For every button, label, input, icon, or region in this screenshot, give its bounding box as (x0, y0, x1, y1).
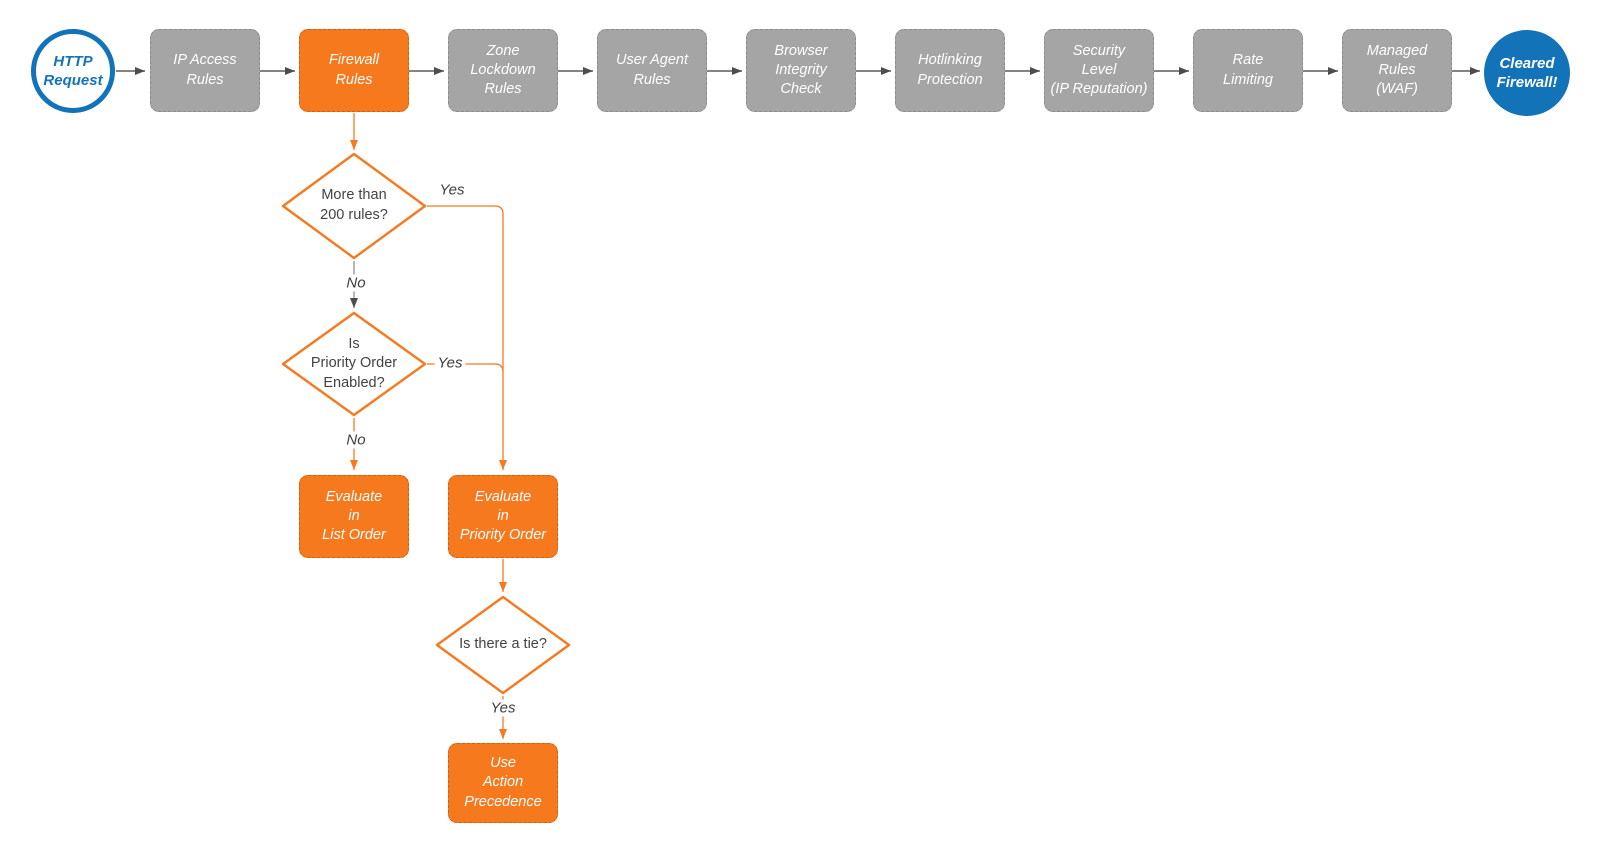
stage-browser-integrity-check: Browser Integrity Check (746, 29, 856, 112)
decision-label: More than 200 rules? (320, 187, 388, 223)
stage-security-level-ip-reputation: Security Level (IP Reputation) (1044, 29, 1154, 112)
stage-label: Browser Integrity Check (774, 42, 828, 98)
outcome-label: Use Action Precedence (464, 755, 542, 810)
decision-label: Is there a tie? (459, 636, 547, 653)
diamond-shape (435, 595, 571, 695)
outcome-evaluate-in-list-order: Evaluate in List Order (299, 475, 409, 558)
edge-label-d2-yes: Yes (434, 354, 466, 372)
outcome-use-action-precedence: Use Action Precedence (448, 743, 558, 823)
decision-priority-order-enabled: Is Priority Order Enabled? (281, 311, 427, 417)
edge-d2-yes (427, 363, 504, 373)
edge-label-d3-yes: Yes (487, 699, 519, 717)
start-node-http-request: HTTP Request (31, 29, 115, 113)
decision-label: Is Priority Order Enabled? (310, 335, 398, 391)
edge-label-d2-no: No (343, 431, 369, 449)
outcome-label: Evaluate in List Order (322, 488, 386, 544)
stage-label: IP Access Rules (173, 52, 237, 88)
stage-ip-access-rules: IP Access Rules (150, 29, 260, 112)
diamond-shape (281, 311, 427, 417)
outcome-label: Evaluate in Priority Order (459, 488, 547, 544)
stage-managed-rules-waf: Managed Rules (WAF) (1342, 29, 1452, 112)
edge-label-d1-yes: Yes (436, 181, 468, 199)
stage-label: Firewall Rules (329, 52, 379, 88)
outcome-evaluate-in-priority-order: Evaluate in Priority Order (448, 475, 558, 558)
edge-d1-yes (427, 205, 507, 470)
stage-rate-limiting: Rate Limiting (1193, 29, 1303, 112)
stage-firewall-rules: Firewall Rules (299, 29, 409, 112)
stage-hotlinking-protection: Hotlinking Protection (895, 29, 1005, 112)
stage-zone-lockdown-rules: Zone Lockdown Rules (448, 29, 558, 112)
diamond-shape (281, 152, 427, 260)
stage-label: Rate Limiting (1223, 52, 1273, 88)
edge-label-d1-no: No (343, 274, 369, 292)
start-node-label: HTTP Request (43, 52, 103, 90)
stage-label: Zone Lockdown Rules (470, 42, 536, 98)
decision-more-than-200-rules: More than 200 rules? (281, 152, 427, 260)
stage-label: User Agent Rules (616, 52, 688, 88)
stage-label: Security Level (IP Reputation) (1050, 42, 1148, 98)
end-node-cleared-firewall: Cleared Firewall! (1484, 30, 1570, 116)
stage-label: Hotlinking Protection (917, 52, 983, 88)
stage-user-agent-rules: User Agent Rules (597, 29, 707, 112)
decision-is-there-a-tie: Is there a tie? (435, 595, 571, 695)
stage-label: Managed Rules (WAF) (1366, 42, 1428, 98)
end-node-label: Cleared Firewall! (1496, 54, 1558, 92)
